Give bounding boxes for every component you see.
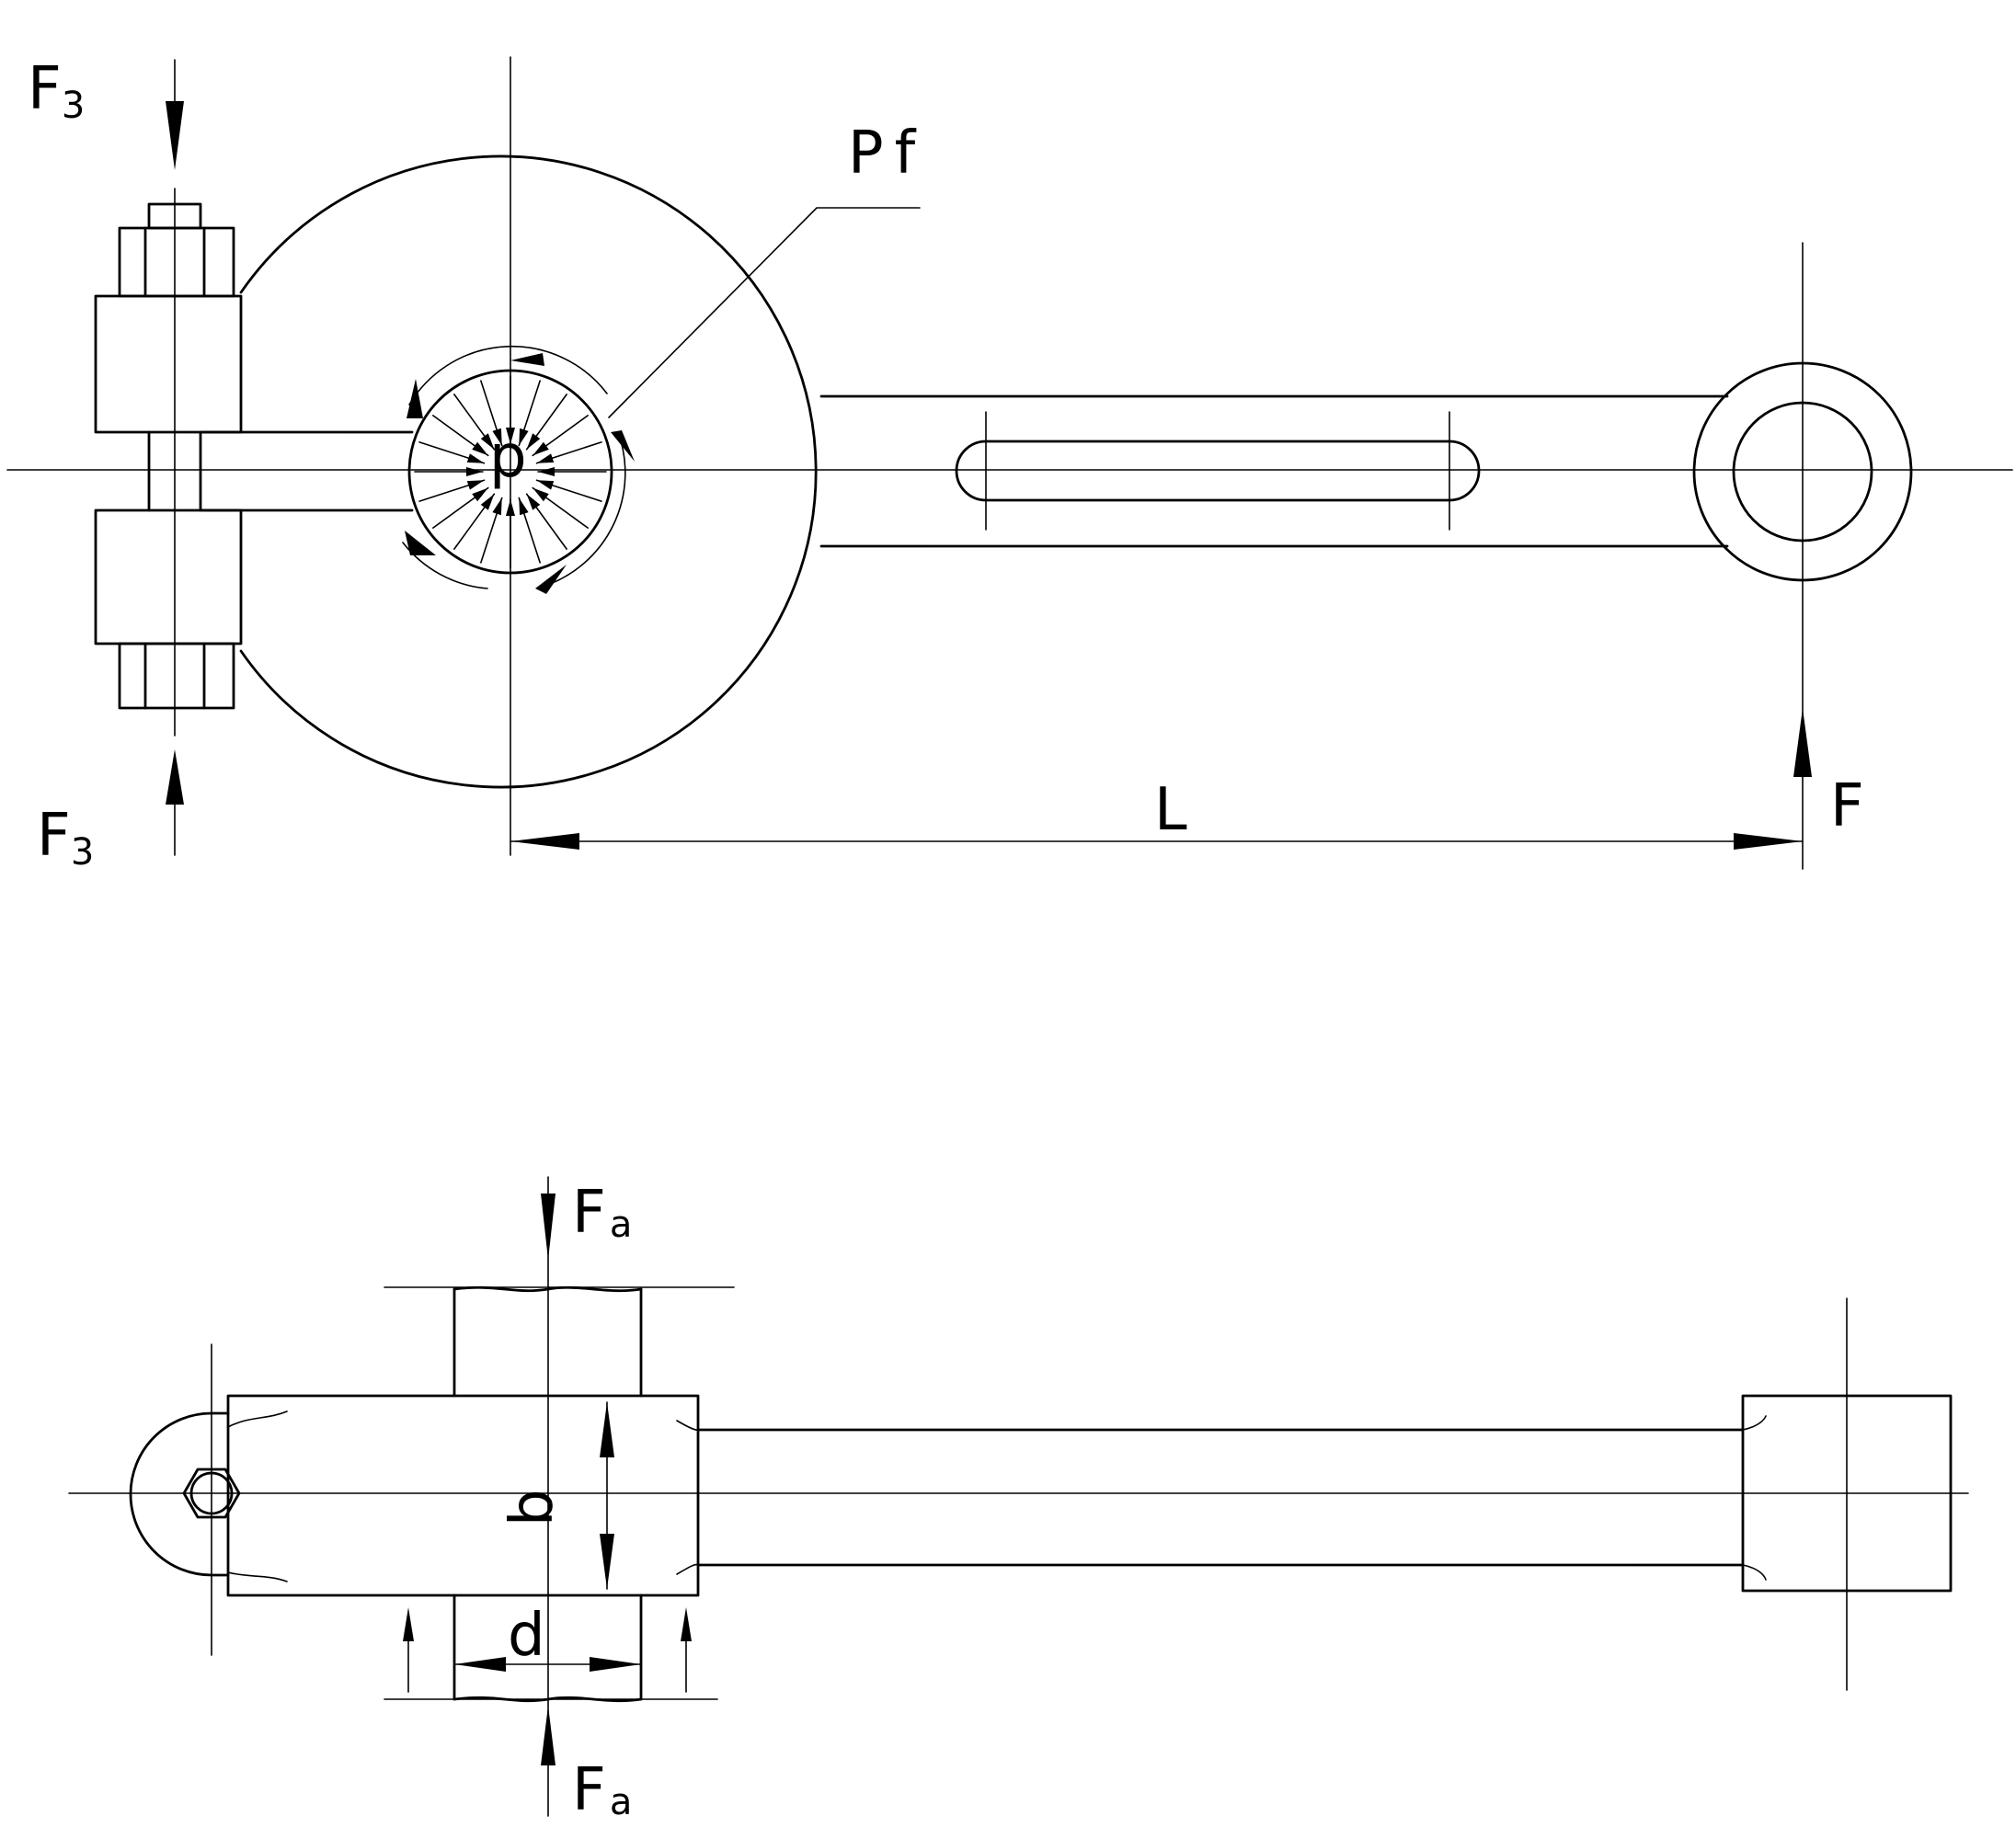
hub-break-upper <box>227 1411 288 1428</box>
label-f3-bottom: F3 <box>37 802 94 874</box>
l-dim-arrow-right <box>1734 833 1803 850</box>
fa-bottom-arrowhead <box>541 1706 556 1765</box>
lever-disc <box>239 154 818 789</box>
friction-arrows <box>405 353 635 594</box>
arm-break-right-lower <box>1742 1564 1767 1581</box>
pressure-arrowhead <box>472 441 488 456</box>
pressure-arrowhead <box>506 428 515 444</box>
pressure-arrowhead <box>519 428 529 446</box>
label-pf: Pf <box>848 120 926 188</box>
bolt-end-top <box>147 202 202 230</box>
l-dim-arrow-left <box>510 833 579 850</box>
pressure-arrowhead <box>536 453 555 463</box>
clamp-block-upper <box>94 294 243 434</box>
pf-leader-line <box>608 207 921 418</box>
pressure-arrowhead <box>472 487 488 502</box>
f3-top-arrowhead <box>166 101 184 170</box>
hub-break-lower <box>227 1571 288 1582</box>
pressure-arrowhead <box>538 467 555 476</box>
shaft-break-top <box>452 1285 643 1293</box>
pressure-arrowhead <box>533 487 549 502</box>
f3-bottom-arrowhead <box>166 749 184 805</box>
arm-break-left-upper <box>676 1420 699 1431</box>
label-b: b <box>498 1489 567 1526</box>
d-dim-arrow-right <box>590 1657 641 1672</box>
end-boss-inner <box>1732 401 1873 543</box>
pressure-arrowhead <box>506 499 515 516</box>
pressure-arrows <box>414 375 607 568</box>
pressure-arrowhead <box>466 453 485 463</box>
clamp-block-lower <box>94 508 243 645</box>
right-small-arrowhead <box>681 1607 692 1641</box>
hex-nut <box>182 1468 241 1519</box>
pressure-arrowhead <box>526 433 541 450</box>
pressure-arrowhead <box>526 494 541 510</box>
pressure-arrowhead <box>466 480 485 490</box>
b-dim-arrow-top <box>600 1402 614 1457</box>
label-p: p <box>489 423 527 491</box>
pressure-arrowhead <box>533 441 549 456</box>
pressure-arrowhead <box>492 428 502 446</box>
label-f3-top: F3 <box>28 55 85 127</box>
pressure-arrowhead <box>536 480 555 490</box>
pressure-arrowhead <box>466 467 483 476</box>
fa-top-arrowhead <box>541 1194 556 1260</box>
clamp-end <box>129 1411 230 1577</box>
label-f: F <box>1830 772 1864 840</box>
label-l: L <box>1154 776 1187 844</box>
label-d: d <box>508 1602 545 1670</box>
hub-body <box>226 1394 700 1597</box>
arm-break-left-lower <box>676 1563 699 1575</box>
pressure-arrowhead <box>519 497 529 516</box>
pin-circle <box>407 369 613 575</box>
left-small-arrowhead <box>403 1607 414 1641</box>
f-arrowhead <box>1793 708 1812 777</box>
bolt-nut-top <box>118 226 235 298</box>
d-dim-arrow-left <box>454 1657 506 1672</box>
arm-slot <box>955 440 1481 502</box>
bolt-head <box>189 1471 234 1515</box>
bolt-nut-bottom <box>118 642 235 710</box>
arm-break-right-upper <box>1742 1415 1767 1431</box>
end-boss-plan <box>1741 1394 1953 1593</box>
pressure-arrowhead <box>480 494 495 510</box>
end-boss-outer <box>1692 361 1913 582</box>
pressure-arrowhead <box>480 433 495 450</box>
pressure-arrowhead <box>492 497 502 516</box>
b-dim-arrow-bottom <box>600 1534 614 1589</box>
front-view: F3 F3 Pf p L F <box>6 55 2013 874</box>
